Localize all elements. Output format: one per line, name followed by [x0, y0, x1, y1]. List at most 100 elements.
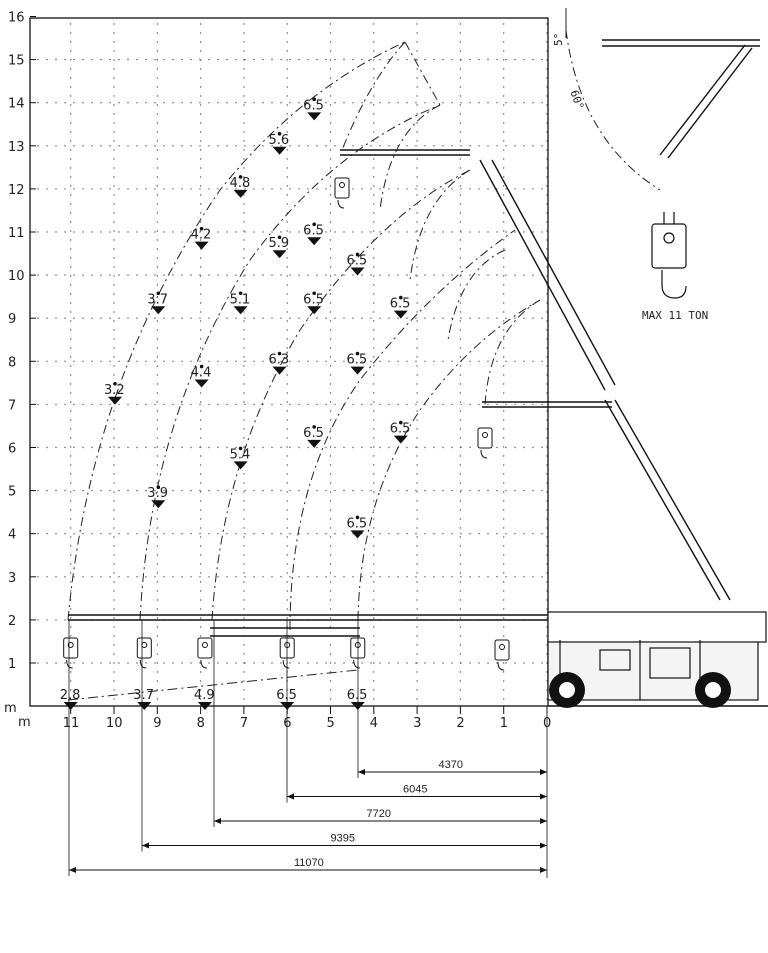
boom-lower-a	[604, 399, 721, 601]
load-marker	[272, 250, 287, 259]
y-tick-10: 10	[8, 269, 25, 284]
x-tick-1: 1	[500, 716, 508, 731]
reach-arc-10	[484, 299, 541, 406]
bottom-load-value: 4.9	[194, 688, 215, 703]
load-point-12: 6.5	[303, 291, 324, 315]
hook-block-upper-0	[334, 177, 350, 209]
boom-positions	[68, 39, 760, 637]
load-marker	[272, 146, 287, 155]
load-point-13: 6.3	[269, 351, 290, 375]
hook-blocks	[63, 177, 510, 671]
y-tick-14: 14	[8, 97, 25, 112]
load-marker	[307, 439, 322, 448]
bottom-load-value: 6.5	[276, 688, 297, 703]
hook-block-0	[63, 637, 79, 669]
load-value: 6.5	[390, 297, 411, 312]
load-point-15: 6.5	[390, 295, 411, 319]
y-tick-11: 11	[8, 226, 25, 241]
bottom-load-value: 3.7	[133, 688, 154, 703]
reach-arc-8	[409, 169, 471, 281]
load-value: 5.6	[269, 133, 290, 148]
load-marker	[194, 379, 209, 388]
load-point-0: 6.5	[303, 97, 324, 121]
dimension-11070: 11070	[68, 620, 547, 876]
load-value: 6.5	[303, 98, 324, 113]
x-tick-2: 2	[456, 716, 464, 731]
load-marker	[233, 306, 248, 315]
bottom-load-value: 6.5	[347, 688, 368, 703]
load-value: 4.8	[230, 176, 251, 191]
y-tick-7: 7	[8, 398, 16, 413]
bottom-load-value: 2.8	[60, 688, 81, 703]
reach-arc-3	[211, 169, 471, 621]
reach-arcs	[67, 41, 541, 631]
load-value: 3.7	[147, 292, 168, 307]
load-marker	[350, 366, 365, 375]
load-marker	[272, 366, 287, 375]
y-unit-label: m	[4, 701, 17, 716]
x-tick-7: 7	[240, 716, 248, 731]
load-value: 3.2	[104, 383, 125, 398]
bottom-load-0: 2.8	[60, 688, 81, 710]
base-dashed-line	[67, 669, 359, 701]
load-value: 6.5	[303, 426, 324, 441]
load-point-9: 4.4	[191, 364, 212, 388]
reach-arc-9	[447, 249, 506, 341]
x-tick-3: 3	[413, 716, 421, 731]
hook-block-upper-2	[494, 639, 510, 671]
load-value: 6.5	[346, 516, 367, 531]
load-marker	[151, 500, 166, 509]
dimension-value: 11070	[294, 857, 324, 869]
y-tick-6: 6	[8, 442, 16, 457]
load-value: 6.5	[303, 223, 324, 238]
load-point-18: 6.5	[390, 420, 410, 444]
load-point-7: 5.9	[269, 235, 289, 259]
x-tick-8: 8	[197, 716, 205, 731]
angle-label-top: 5°	[552, 33, 565, 46]
load-marker	[350, 267, 365, 276]
dimension-7720: 7720	[213, 620, 547, 827]
load-marker	[233, 189, 248, 198]
truck-wheels	[549, 672, 731, 708]
x-tick-9: 9	[153, 716, 161, 731]
load-marker	[393, 435, 408, 444]
load-marker	[350, 530, 365, 539]
y-tick-3: 3	[8, 571, 16, 586]
dimension-6045: 6045	[286, 620, 547, 803]
load-marker	[307, 112, 322, 121]
bottom-loads: 2.8 3.7 4.9 6.5 6.5	[60, 688, 368, 710]
truck-deck	[547, 611, 767, 643]
bottom-load-marker	[63, 702, 78, 710]
inset-angle-arc	[565, 29, 661, 191]
load-value: 6.3	[269, 353, 290, 368]
hook-block-2	[197, 637, 213, 669]
dot-grid	[37, 23, 548, 700]
y-tick-9: 9	[8, 312, 16, 327]
dimension-9395: 9395	[141, 620, 547, 852]
load-point-8: 5.1	[230, 291, 250, 315]
hook-block-upper-1	[477, 427, 493, 459]
bottom-load-2: 4.9	[194, 688, 215, 710]
boom-upper-b	[491, 159, 616, 386]
load-value: 4.4	[191, 366, 212, 381]
reach-arc-2	[139, 104, 441, 621]
hook-illustration	[651, 212, 687, 299]
tip-line	[404, 41, 441, 106]
y-tick-1: 1	[8, 657, 16, 672]
load-point-3: 4.2	[191, 226, 211, 250]
load-point-1: 5.6	[269, 132, 290, 155]
load-value: 3.9	[147, 486, 168, 501]
load-value: 6.5	[346, 253, 367, 268]
boom-upper-a	[479, 159, 606, 391]
dimension-value: 9395	[331, 833, 355, 845]
hook-caption: MAX 11 TON	[642, 309, 708, 322]
load-marker	[307, 306, 322, 315]
x-tick-5: 5	[327, 716, 335, 731]
y-tick-4: 4	[8, 528, 16, 543]
y-tick-8: 8	[8, 355, 16, 370]
bottom-load-3: 6.5	[276, 688, 297, 710]
x-unit-label: m	[18, 715, 31, 730]
